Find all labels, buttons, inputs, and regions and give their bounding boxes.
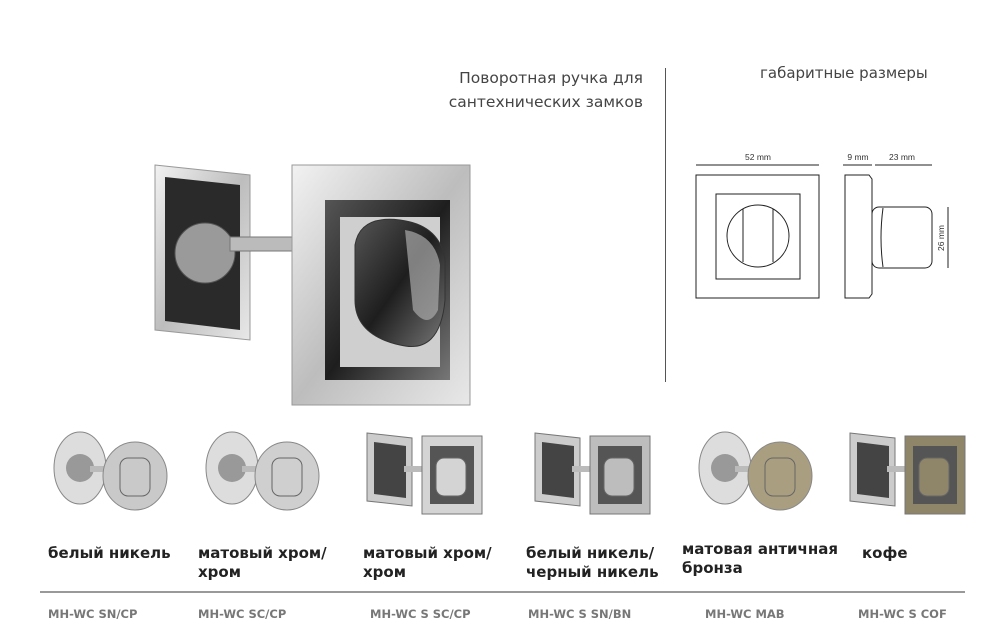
product-code: MH-WC S SC/CP <box>370 607 471 621</box>
finish-line-1: белый никель/ <box>526 544 655 562</box>
finish-line-1: кофе <box>862 544 908 562</box>
product-code: MH-WC SC/CP <box>198 607 287 621</box>
finish-line-1: матовый хром/ <box>198 544 327 562</box>
main-product-image <box>154 164 471 406</box>
product-code: MH-WC MAB <box>705 607 785 621</box>
dim-knob-depth-label: 23 mm <box>889 152 915 162</box>
dim-rose-depth-label: 9 mm <box>847 152 868 162</box>
title-line-2: сантехнических замков <box>448 93 643 111</box>
variant-image <box>849 432 966 515</box>
variant-image <box>534 432 651 515</box>
variant-image <box>53 431 168 511</box>
finish-label: белый никель/черный никель <box>526 544 659 582</box>
finish-line-2: черный никель <box>526 563 659 581</box>
product-code: MH-WC S COF <box>858 607 947 621</box>
finish-label: белый никель <box>48 544 171 563</box>
variant-image <box>698 431 813 511</box>
title-line-1: Поворотная ручка для <box>459 69 643 87</box>
finish-label: матовый хром/хром <box>363 544 492 582</box>
finish-line-2: хром <box>363 563 406 581</box>
product-title: Поворотная ручка для сантехнических замк… <box>449 66 643 114</box>
finish-line-2: бронза <box>682 559 743 577</box>
separator-line <box>40 591 965 593</box>
finish-line-1: белый никель <box>48 544 171 562</box>
dimensions-title: габаритные размеры <box>760 64 928 82</box>
finish-label: матовый хром/хром <box>198 544 327 582</box>
finish-line-1: матовый хром/ <box>363 544 492 562</box>
dim-width-label: 52 mm <box>745 152 771 162</box>
product-code: MH-WC SN/CP <box>48 607 138 621</box>
finish-label: кофе <box>862 544 908 563</box>
variant-image <box>366 432 483 515</box>
dimension-drawing: 52 mm 9 mm 23 mm 26 mm <box>695 152 949 299</box>
variant-image <box>205 431 320 511</box>
product-code: MH-WC S SN/BN <box>528 607 632 621</box>
dim-knob-height-label: 26 mm <box>936 225 946 251</box>
finish-line-1: матовая античная <box>682 540 838 558</box>
vertical-divider <box>665 68 666 382</box>
finish-line-2: хром <box>198 563 241 581</box>
